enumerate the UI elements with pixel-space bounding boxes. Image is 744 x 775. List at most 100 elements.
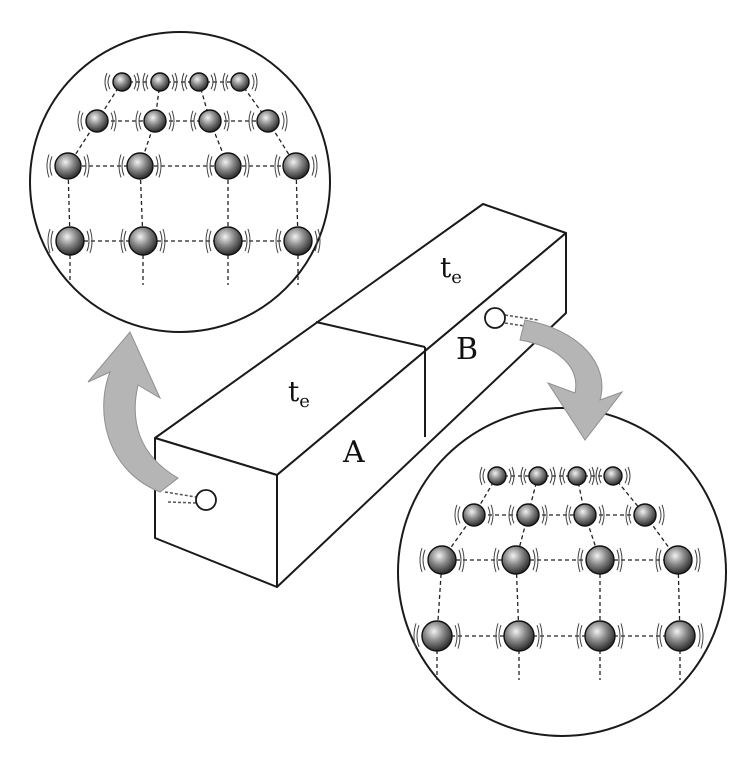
vibration-arc bbox=[454, 504, 458, 526]
vibration-arc bbox=[627, 466, 631, 486]
vibration-arc bbox=[311, 156, 315, 176]
vibration-arc bbox=[565, 504, 569, 526]
atom-core bbox=[421, 620, 453, 652]
atom bbox=[120, 226, 166, 256]
atom-core bbox=[516, 503, 540, 527]
vibration-arc bbox=[251, 112, 255, 130]
vibration-arc bbox=[275, 228, 279, 254]
vibration-arc bbox=[251, 74, 255, 90]
vibration-arc bbox=[458, 549, 462, 571]
atom bbox=[559, 466, 595, 486]
atom bbox=[625, 503, 665, 527]
vibration-arc bbox=[544, 504, 548, 526]
vibration-arc bbox=[496, 549, 500, 571]
atom bbox=[248, 109, 288, 133]
vibration-arc bbox=[158, 154, 162, 178]
vibration-arc bbox=[624, 468, 628, 484]
vibration-arc bbox=[246, 154, 250, 178]
vibration-arc bbox=[104, 72, 108, 92]
vibration-arc bbox=[541, 506, 545, 524]
vibration-arc bbox=[579, 625, 583, 647]
vibration-arc bbox=[113, 110, 117, 132]
vibration-arc bbox=[107, 74, 111, 90]
atom-core bbox=[503, 620, 535, 652]
vibration-arc bbox=[595, 466, 599, 486]
vibration-arc bbox=[656, 623, 660, 649]
vibration-arc bbox=[498, 625, 502, 647]
probe-a bbox=[164, 489, 217, 511]
atom-core bbox=[528, 466, 548, 486]
atom bbox=[413, 620, 461, 652]
vibration-arc bbox=[616, 549, 620, 571]
atom-core bbox=[150, 72, 170, 92]
vibration-arc bbox=[274, 154, 278, 178]
vibration-arc bbox=[135, 110, 139, 132]
vibration-arc bbox=[49, 156, 53, 176]
vibration-arc bbox=[422, 549, 426, 571]
vibration-arc bbox=[210, 74, 214, 90]
atom-core bbox=[143, 109, 167, 133]
atom bbox=[118, 152, 162, 180]
vibration-arc bbox=[580, 549, 584, 571]
atom-core bbox=[282, 152, 310, 180]
atom bbox=[493, 545, 539, 575]
atom-core bbox=[603, 466, 623, 486]
atom bbox=[520, 466, 556, 486]
vibration-arc bbox=[628, 506, 632, 524]
temperature-label-a: te bbox=[288, 375, 310, 412]
vibration-arc bbox=[493, 547, 497, 573]
vibration-arc bbox=[281, 112, 285, 130]
atom bbox=[454, 503, 494, 527]
vibration-arc bbox=[661, 504, 665, 526]
vibration-arc bbox=[511, 506, 515, 524]
atom-core bbox=[663, 545, 693, 575]
atom-core bbox=[256, 109, 280, 133]
atom-lattice-b bbox=[413, 466, 704, 680]
vibration-arc bbox=[193, 112, 197, 130]
vibration-arc bbox=[559, 466, 563, 486]
vibration-arc bbox=[162, 228, 166, 254]
vibration-arc bbox=[568, 506, 572, 524]
vibration-arc bbox=[46, 154, 50, 178]
atom-core bbox=[126, 152, 154, 180]
vibration-arc bbox=[655, 547, 659, 573]
vibration-arc bbox=[314, 154, 318, 178]
atom bbox=[595, 466, 631, 486]
vibration-arc bbox=[617, 625, 621, 647]
vibration-arc bbox=[120, 228, 124, 254]
lattice-bond bbox=[139, 165, 144, 242]
atom bbox=[275, 226, 321, 256]
vibration-arc bbox=[577, 547, 581, 573]
vibration-arc bbox=[171, 74, 175, 90]
atom-core bbox=[283, 226, 313, 256]
atom bbox=[206, 152, 250, 180]
region-divider bbox=[315, 321, 426, 348]
vibration-arc bbox=[155, 156, 159, 176]
vibration-arc bbox=[625, 504, 629, 526]
vibration-arc bbox=[77, 110, 81, 132]
atom-core bbox=[213, 226, 243, 256]
vibration-arc bbox=[168, 112, 172, 130]
atom-core bbox=[189, 72, 209, 92]
vibration-arc bbox=[536, 625, 540, 647]
vibration-arc bbox=[121, 156, 125, 176]
vibration-arc bbox=[598, 468, 602, 484]
atom-core bbox=[85, 109, 109, 133]
atom-core bbox=[462, 503, 486, 527]
vibration-arc bbox=[89, 228, 93, 254]
lattice-zoom-b bbox=[397, 407, 727, 737]
vibration-arc bbox=[208, 230, 212, 252]
atom bbox=[77, 109, 117, 133]
vibration-arc bbox=[532, 549, 536, 571]
vibration-arc bbox=[50, 230, 54, 252]
vibration-arc bbox=[205, 228, 209, 254]
vibration-arc bbox=[658, 506, 662, 524]
atom bbox=[576, 620, 624, 652]
region-label-b: B bbox=[456, 332, 479, 367]
vibration-arc bbox=[47, 228, 51, 254]
atom-core bbox=[567, 466, 587, 486]
atom-core bbox=[501, 545, 531, 575]
vibration-arc bbox=[457, 506, 461, 524]
atom bbox=[419, 545, 465, 575]
